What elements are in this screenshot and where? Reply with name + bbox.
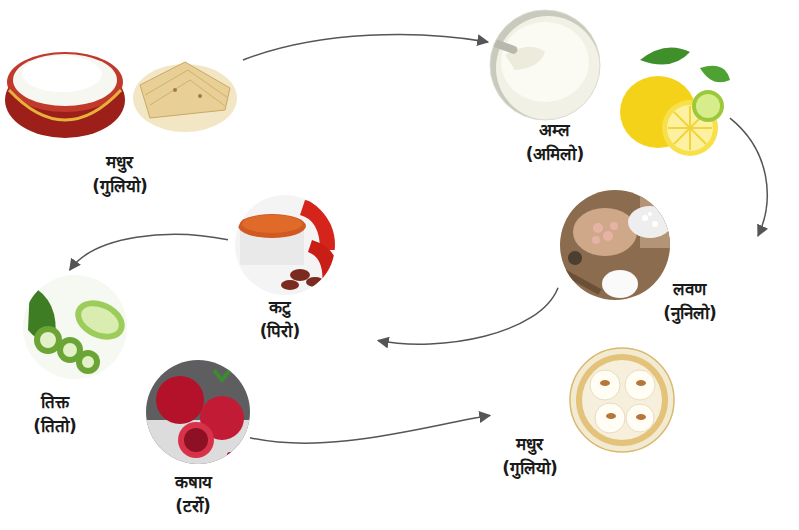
taste-node: अम्ल(अमिलो)	[488, 8, 730, 173]
taste-name: तिक्त	[33, 390, 77, 414]
taste-name: कटु	[260, 295, 301, 319]
taste-name: लवण	[663, 277, 717, 301]
taste-label: कषाय(टर्रो)	[175, 470, 212, 518]
roti-stack	[133, 62, 237, 132]
lemon	[620, 48, 730, 157]
taste-label: अम्ल(अमिलो)	[526, 118, 585, 166]
taste-node: मधुर(गुलियो)	[5, 35, 243, 210]
taste-label: लवण(नुनिलो)	[663, 277, 717, 325]
pomegranate	[144, 358, 252, 470]
taste-name: मधुर	[502, 432, 558, 456]
taste-node: कटु(पिरो)	[228, 192, 378, 357]
taste-name: कषाय	[175, 470, 212, 494]
taste-gloss: (नुनिलो)	[663, 301, 717, 325]
bitter-gourd	[20, 272, 131, 382]
taste-gloss: (तितो)	[33, 414, 77, 438]
taste-label: कटु(पिरो)	[260, 295, 301, 343]
taste-label: मधुर(गुलियो)	[92, 150, 148, 198]
taste-label: मधुर(गुलियो)	[502, 432, 558, 480]
taste-node: मधुर(गुलियो)	[490, 352, 670, 487]
taste-node: तिक्त(तितो)	[18, 270, 133, 448]
cycle-arrow	[243, 35, 488, 61]
taste-gloss: (पिरो)	[260, 319, 301, 343]
taste-name: अम्ल	[526, 118, 585, 142]
cycle-arrow	[250, 415, 490, 443]
taste-gloss: (टर्रो)	[175, 494, 212, 518]
cycle-arrow	[378, 288, 558, 344]
yogurt-bowl	[488, 10, 600, 120]
rice-bowl	[5, 52, 125, 138]
taste-label: तिक्त(तितो)	[33, 390, 77, 438]
chili-powder	[234, 194, 340, 298]
sweets-plate	[568, 346, 676, 454]
cycle-arrow	[70, 234, 228, 270]
salt-bowls	[558, 188, 680, 303]
taste-name: मधुर	[92, 150, 148, 174]
taste-gloss: (अमिलो)	[526, 142, 585, 166]
taste-node: कषाय(टर्रो)	[140, 358, 250, 524]
taste-node: लवण(नुनिलो)	[558, 190, 758, 338]
taste-gloss: (गुलियो)	[502, 456, 558, 480]
cycle-arrow	[730, 118, 767, 236]
taste-gloss: (गुलियो)	[92, 174, 148, 198]
